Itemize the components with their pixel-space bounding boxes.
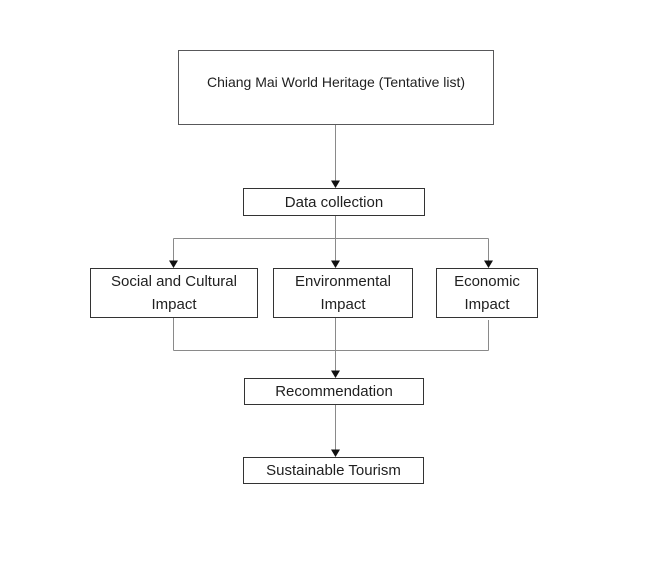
node-recommendation-label: Recommendation [275,383,393,400]
node-sustainable-tourism-label: Sustainable Tourism [266,462,401,479]
node-social-and-cultural-impact: Social and Cultural Impact [90,268,258,318]
arrowhead-recommendation [331,370,340,378]
arrowhead-social [169,260,178,268]
node-economic-impact-label: Economic Impact [454,273,520,313]
arrowhead-environmental [331,260,340,268]
node-environmental-impact-label: Environmental Impact [295,273,391,313]
node-economic-impact: Economic Impact [436,268,538,318]
arrowhead-data-collection [331,180,340,188]
node-chiang-mai-world-heritage-label: Chiang Mai World Heritage (Tentative lis… [206,74,466,90]
node-social-and-cultural-impact-label: Social and Cultural Impact [111,273,237,313]
arrowhead-sustainable [331,449,340,457]
node-recommendation: Recommendation [244,378,424,405]
node-data-collection-label: Data collection [284,193,384,211]
arrowhead-economic [484,260,493,268]
node-data-collection: Data collection [243,188,425,216]
node-chiang-mai-world-heritage: Chiang Mai World Heritage (Tentative lis… [178,50,494,125]
node-environmental-impact: Environmental Impact [273,268,413,318]
node-sustainable-tourism: Sustainable Tourism [243,457,424,484]
